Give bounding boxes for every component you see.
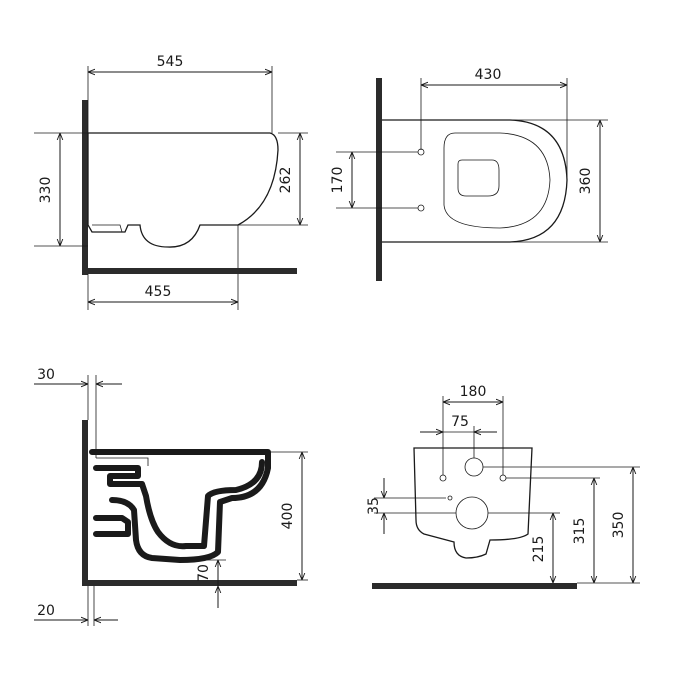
dim-262-label: 262 [278, 167, 294, 194]
top-view-opening [457, 159, 500, 197]
top-view-wall [376, 78, 382, 281]
dim-455-label: 455 [145, 284, 172, 300]
dim-400-label: 400 [280, 503, 296, 530]
section-view-wall [82, 420, 88, 585]
section-view-floor-line [82, 580, 297, 586]
dim-315-label: 315 [572, 518, 588, 545]
section-view: 30 400 70 20 [34, 367, 308, 626]
side-view-floor-line [82, 268, 297, 274]
dim-20-label: 20 [37, 603, 55, 619]
dim-430-label: 430 [475, 67, 502, 83]
dim-360-label: 360 [578, 168, 594, 195]
dim-330-label: 330 [38, 177, 54, 204]
section-view-top-rim [96, 457, 149, 466]
dim-75-label: 75 [451, 414, 469, 430]
dim-35-label: 35 [366, 497, 382, 515]
dim-215-label: 215 [531, 536, 547, 563]
rear-view-anchor [447, 495, 453, 501]
side-view-wall [82, 100, 88, 275]
top-view-seat-outline [443, 132, 551, 229]
section-view-inlet [93, 515, 131, 537]
top-view-bowl-outline [382, 119, 568, 243]
side-view-front-detail [92, 224, 123, 233]
dim-70-label: 70 [196, 564, 212, 582]
side-view-bowl-outline [87, 132, 279, 248]
rear-view-body-outline [413, 447, 533, 559]
dim-350-label: 350 [611, 512, 627, 539]
dim-170-label: 170 [330, 167, 346, 194]
side-view: 545 330 262 455 [34, 54, 308, 310]
rear-view: 180 75 35 215 315 350 [366, 384, 640, 589]
dim-545-label: 545 [157, 54, 184, 70]
top-view: 430 170 360 [330, 67, 608, 281]
rear-view-floor-line [372, 583, 577, 589]
dim-30-label: 30 [37, 367, 55, 383]
dim-180-label: 180 [460, 384, 487, 400]
section-view-trap [93, 459, 265, 550]
